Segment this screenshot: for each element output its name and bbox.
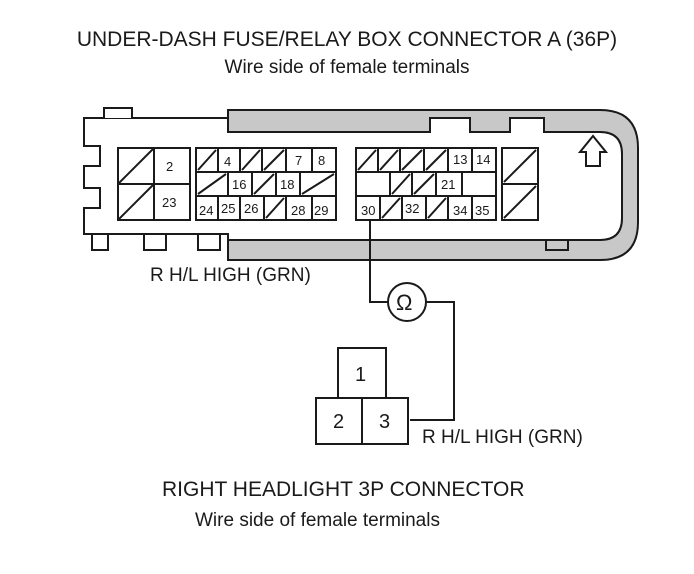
cavity-group-mid — [195, 147, 337, 221]
terminal-21-label: 21 — [441, 177, 455, 192]
up-arrow-icon — [577, 134, 609, 167]
cavity-blocked-2 — [117, 183, 155, 221]
connector-a-title: UNDER-DASH FUSE/RELAY BOX CONNECTOR A (3… — [76, 28, 618, 51]
terminal-18-label: 18 — [280, 177, 294, 192]
terminal-24-label: 24 — [199, 203, 213, 218]
terminal-2-label: 2 — [166, 159, 173, 174]
headlight-terminal-2-label: 2 — [333, 411, 344, 433]
wire-terminal-30-to-meter — [369, 220, 388, 303]
terminal-14-label: 14 — [476, 152, 490, 167]
connector-b-title: RIGHT HEADLIGHT 3P CONNECTOR — [162, 478, 525, 501]
terminal-32-label: 32 — [405, 201, 419, 216]
connector-a-notch-bottom-3 — [197, 234, 221, 251]
terminal-29-label: 29 — [314, 203, 328, 218]
terminal-25-label: 25 — [221, 201, 235, 216]
wire-meter-to-headlight-terminal-3 — [410, 301, 455, 421]
terminal-28-label: 28 — [291, 203, 305, 218]
terminal-8-label: 8 — [318, 153, 325, 168]
connector-a-notch-bottom-1 — [91, 234, 109, 251]
connector-a-notch-bottom-2 — [143, 234, 167, 251]
connector-a-notch-top — [103, 107, 133, 118]
terminal-26-label: 26 — [244, 201, 258, 216]
terminal-13-label: 13 — [453, 152, 467, 167]
mid-cells — [217, 148, 313, 220]
terminal-16-label: 16 — [232, 177, 246, 192]
connector-a-body — [83, 117, 623, 241]
wire-label-connector-a: R H/L HIGH (GRN) — [150, 265, 311, 286]
far-right-blocked-1 — [503, 149, 537, 183]
mid-blocked — [197, 149, 335, 219]
terminal-34-label: 34 — [453, 203, 467, 218]
connector-a-subtitle: Wire side of female terminals — [224, 57, 470, 78]
headlight-terminal-1-label: 1 — [355, 364, 366, 386]
terminal-7-label: 7 — [295, 153, 302, 168]
headlight-connector-terminal-3-cell — [361, 397, 409, 445]
right-cells — [377, 148, 473, 220]
far-right-blocked-2 — [503, 185, 537, 219]
wire-label-headlight: R H/L HIGH (GRN) — [422, 427, 583, 448]
terminal-23-label: 23 — [162, 195, 176, 210]
connector-b-subtitle: Wire side of female terminals — [195, 510, 440, 531]
ohm-symbol: Ω — [396, 290, 412, 315]
right-blocked — [357, 149, 447, 219]
headlight-terminal-3-label: 3 — [379, 411, 390, 433]
terminal-30-label: 30 — [361, 203, 375, 218]
connector-a-notch-bottom-4 — [545, 240, 569, 251]
cavity-blocked-1 — [117, 147, 155, 185]
terminal-35-label: 35 — [475, 203, 489, 218]
terminal-4-label: 4 — [224, 154, 231, 169]
